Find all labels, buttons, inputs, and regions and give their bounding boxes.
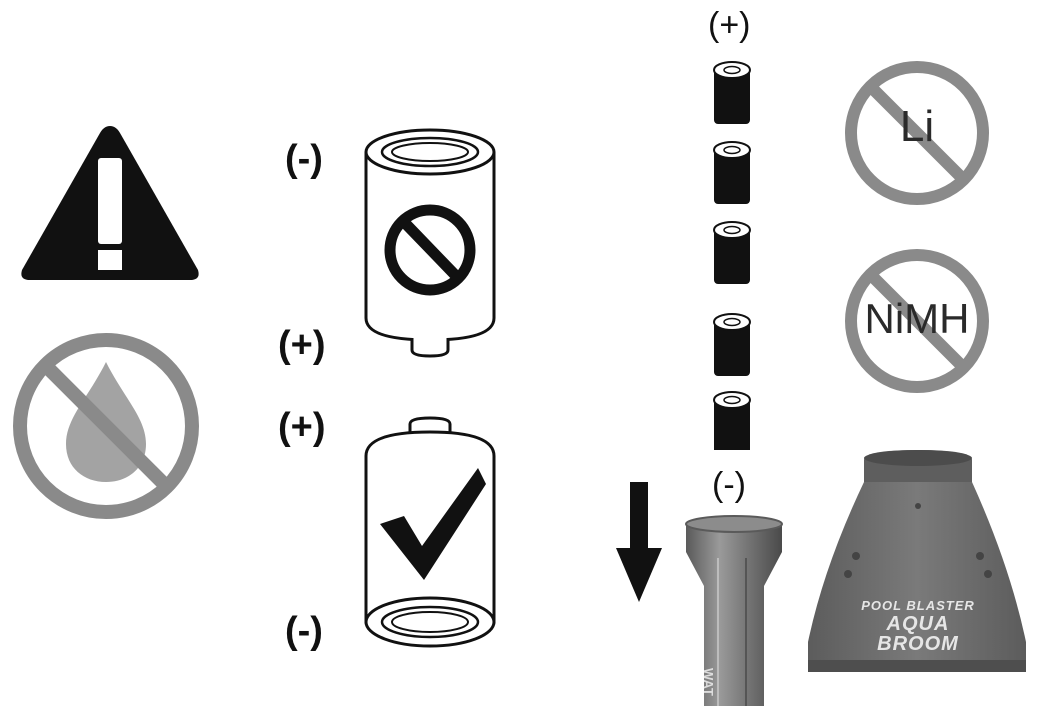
stack-positive-label: (+) xyxy=(708,6,751,44)
battery-cell xyxy=(713,221,751,284)
battery-cell xyxy=(713,391,751,450)
battery-positive-label: (+) xyxy=(278,406,326,448)
battery-tube-handle xyxy=(684,512,784,706)
arrow-down-icon xyxy=(614,482,664,604)
brand-label: POOL BLASTER xyxy=(861,598,975,613)
model-label-line2: BROOM xyxy=(877,633,959,655)
battery-cell xyxy=(713,61,751,124)
model-label-line1: AQUA xyxy=(886,613,950,635)
battery-negative-label: (-) xyxy=(285,610,323,652)
battery-cell xyxy=(713,313,751,376)
no-lithium-icon xyxy=(842,58,992,208)
no-nimh-icon xyxy=(842,246,992,396)
no-water-icon xyxy=(10,330,202,522)
battery-positive-label: (+) xyxy=(278,324,326,366)
no-lithium-label: Li xyxy=(899,102,935,151)
no-nimh-label: NiMH xyxy=(864,295,970,342)
stack-negative-label: (-) xyxy=(712,466,746,504)
battery-correct-orientation-icon xyxy=(360,414,500,654)
battery-stack xyxy=(700,58,764,450)
battery-cell xyxy=(713,141,751,204)
aqua-broom-head xyxy=(800,446,1036,682)
handle-text: WAT xyxy=(701,668,716,696)
battery-negative-label: (-) xyxy=(285,138,323,180)
battery-wrong-orientation-icon xyxy=(360,122,500,362)
warning-triangle-icon xyxy=(18,122,202,284)
